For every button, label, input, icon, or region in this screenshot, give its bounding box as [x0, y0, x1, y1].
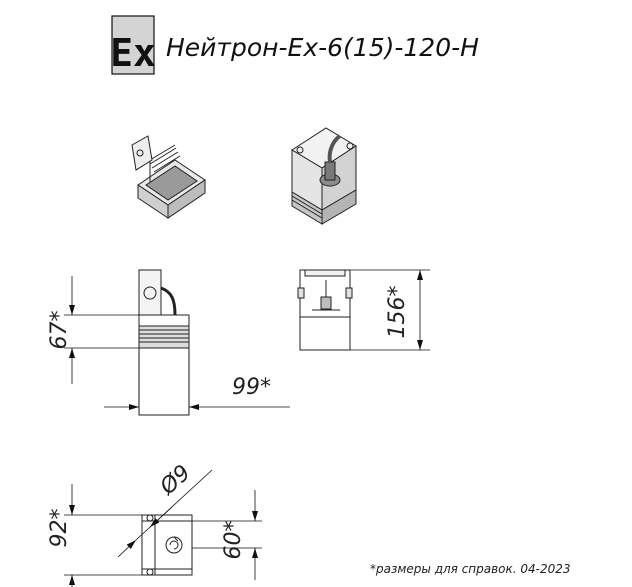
dimension-depth-front-label: 99* — [232, 375, 271, 400]
isometric-view-front — [131, 135, 206, 219]
footnote: *размеры для справок. 04-2023 — [370, 562, 571, 576]
dimension-width-bottom-label: 60* — [221, 521, 246, 560]
isometric-view-back — [291, 127, 357, 225]
dimension-height-front-label: 67* — [47, 311, 72, 350]
dimension-height-front — [64, 276, 139, 384]
side-view — [297, 269, 353, 351]
ex-logo-text: Ex — [110, 31, 156, 75]
dimension-diameter — [117, 469, 213, 558]
dimension-height-bottom-label: 92* — [47, 509, 72, 548]
dimension-diameter-label: Ø9 — [155, 460, 196, 500]
dimension-height-side — [350, 269, 430, 351]
dimension-width-bottom — [192, 490, 262, 580]
dimension-depth-front — [104, 350, 290, 415]
dimension-height-side-label: 156* — [385, 286, 410, 339]
front-view — [138, 269, 190, 416]
ex-logo: Ex — [110, 15, 156, 75]
dimension-height-bottom — [64, 484, 142, 587]
bottom-view — [141, 514, 193, 576]
product-title: Нейтрон-Ex-6(15)-120-Н — [166, 33, 479, 62]
